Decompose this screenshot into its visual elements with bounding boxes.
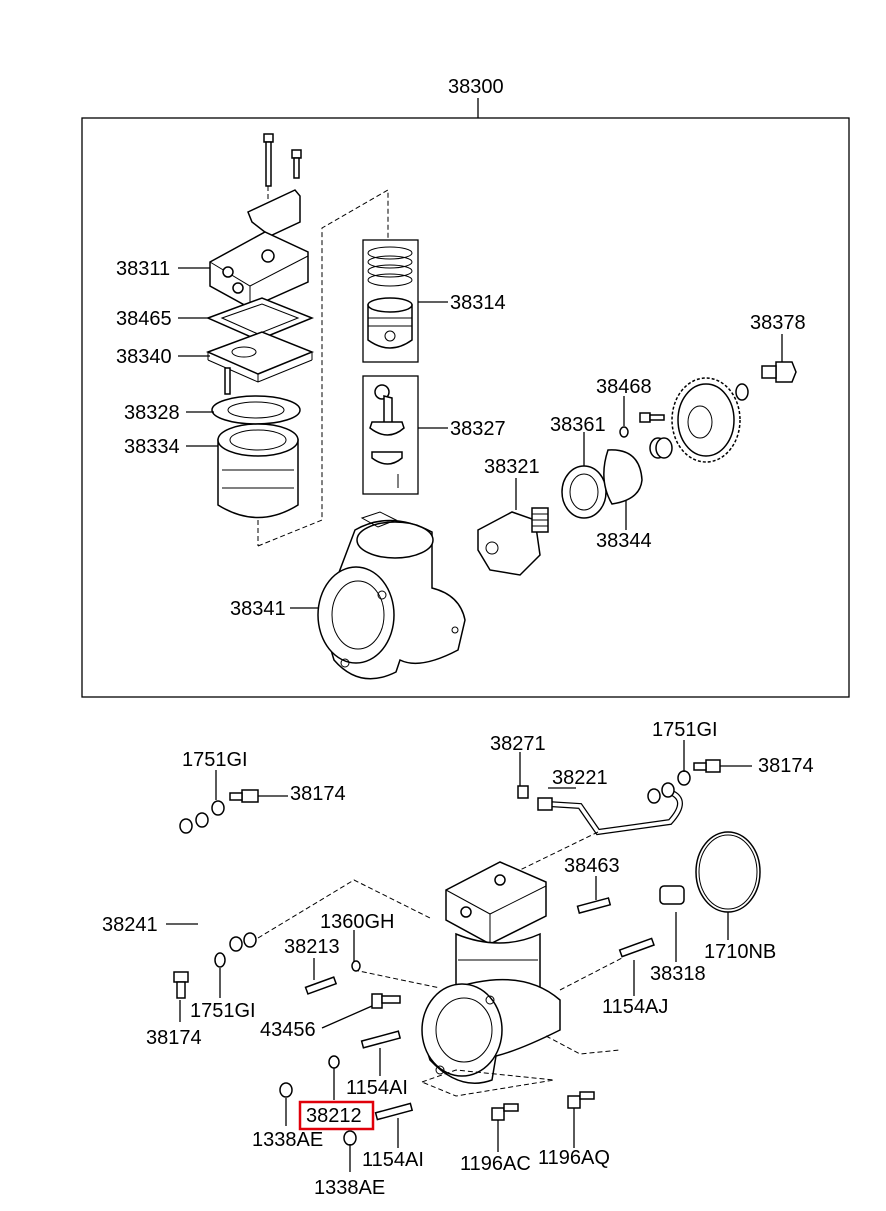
gasket-icon [206, 297, 315, 341]
label-1751gi-left[interactable]: 1751GI [182, 749, 248, 771]
label-38361[interactable]: 38361 [550, 414, 606, 436]
label-38318[interactable]: 38318 [650, 963, 706, 985]
label-38311[interactable]: 38311 [116, 258, 170, 280]
label-38213[interactable]: 38213 [284, 936, 340, 958]
label-38300[interactable]: 38300 [448, 76, 504, 98]
highlight-box-38212 [298, 1100, 375, 1131]
label-1338ae-bottom[interactable]: 1338AE [314, 1177, 385, 1199]
label-1751gi-right[interactable]: 1751GI [652, 719, 718, 741]
label-1338ae-top[interactable]: 1338AE [252, 1129, 323, 1151]
label-1196aq[interactable]: 1196AQ [538, 1147, 610, 1169]
label-38341[interactable]: 38341 [230, 598, 286, 620]
label-38321[interactable]: 38321 [484, 456, 540, 478]
bearing-icon [561, 432, 607, 519]
label-38174-right[interactable]: 38174 [758, 755, 814, 777]
cover-plate-icon [247, 189, 301, 237]
label-1710nb[interactable]: 1710NB [704, 941, 776, 963]
right-pipe-icon [517, 740, 752, 871]
label-1196ac[interactable]: 1196AC [460, 1153, 531, 1175]
label-1360gh[interactable]: 1360GH [320, 911, 395, 933]
crankshaft-icon [477, 478, 549, 576]
collar-icon [649, 437, 673, 459]
label-38328[interactable]: 38328 [124, 402, 180, 424]
piston-kit-group [362, 239, 448, 363]
label-38340[interactable]: 38340 [116, 346, 172, 368]
label-38314[interactable]: 38314 [450, 292, 506, 314]
snap-ring-icon [603, 449, 643, 530]
cylinder-head-icon [209, 231, 309, 309]
label-38465[interactable]: 38465 [116, 308, 172, 330]
top-leader-lines [178, 267, 318, 609]
gear-bolt-icon [761, 334, 797, 383]
label-38463[interactable]: 38463 [564, 855, 620, 877]
label-43456[interactable]: 43456 [260, 1019, 316, 1041]
assembly-38300-group: 38300 [81, 76, 850, 698]
valve-plate-icon [206, 331, 315, 383]
label-38344[interactable]: 38344 [596, 530, 652, 552]
label-38241[interactable]: 38241 [102, 914, 158, 936]
crankcase-icon [317, 511, 466, 680]
con-rod-box [362, 375, 419, 495]
label-1154aj[interactable]: 1154AJ [602, 996, 668, 1018]
cylinder-gasket-icon [211, 395, 301, 425]
label-38212[interactable]: 38212 [306, 1105, 362, 1127]
label-1154ai-bottom[interactable]: 1154AI [362, 1149, 424, 1171]
piston-kit-box [362, 239, 419, 363]
assembly-frame [81, 117, 850, 698]
label-38271[interactable]: 38271 [490, 733, 546, 755]
washer-bolt-icon [619, 396, 665, 438]
drive-gear-icon [671, 377, 749, 463]
compressor-body-icon [421, 861, 561, 1084]
label-1751gi-left-bottom[interactable]: 1751GI [190, 1000, 256, 1022]
label-1154ai-top[interactable]: 1154AI [346, 1077, 408, 1099]
label-38327[interactable]: 38327 [450, 418, 506, 440]
label-38174-left-bottom[interactable]: 38174 [146, 1027, 202, 1049]
studs-and-bolts-icon [279, 831, 761, 1146]
connecting-rod-group [362, 375, 448, 495]
label-38221[interactable]: 38221 [552, 767, 608, 789]
label-38334[interactable]: 38334 [124, 436, 180, 458]
left-pipe-icon [166, 770, 288, 1022]
label-38378[interactable]: 38378 [750, 312, 806, 334]
label-38174-left-top[interactable]: 38174 [290, 783, 346, 805]
cylinder-block-icon [217, 423, 299, 546]
dowel-pins-icon [224, 367, 231, 395]
bottom-leader-lines [285, 876, 729, 1172]
label-38468[interactable]: 38468 [596, 376, 652, 398]
